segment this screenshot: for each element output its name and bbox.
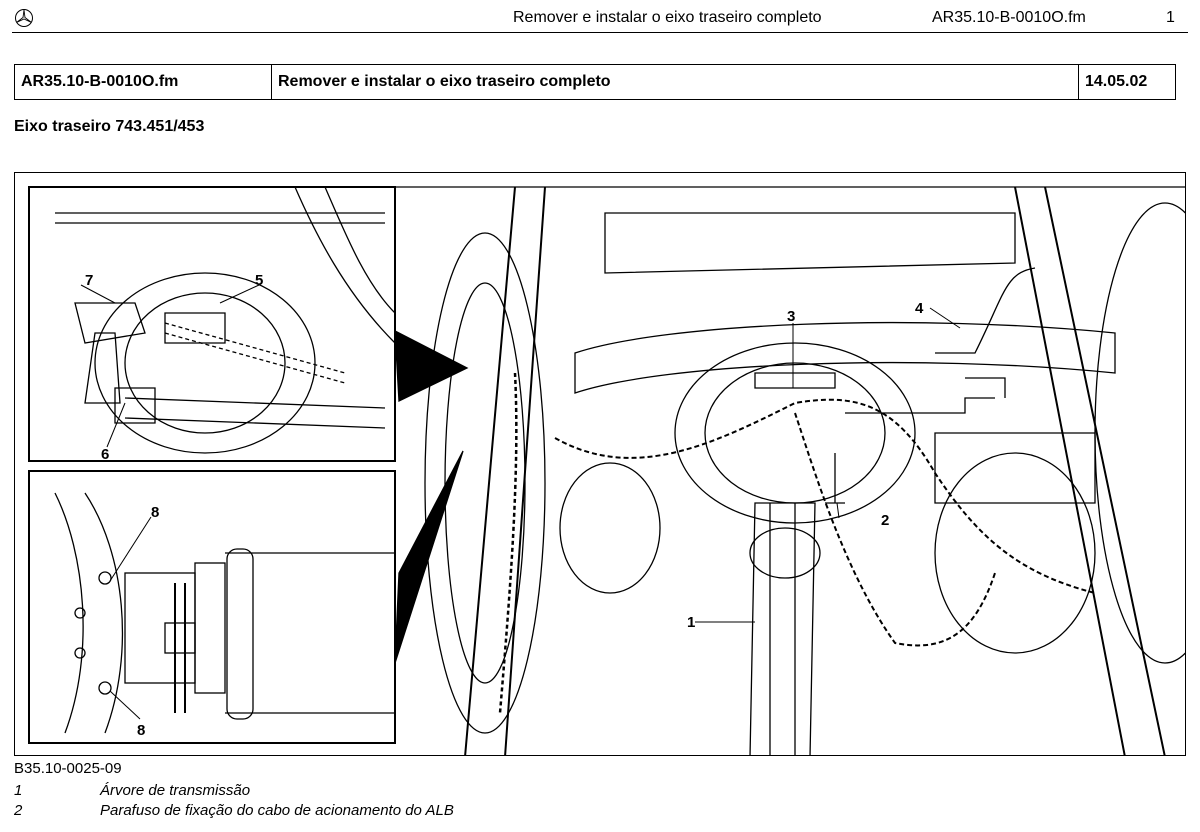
callout-2: 2 xyxy=(881,512,889,529)
header-page-number: 1 xyxy=(1166,9,1175,26)
inset-pointer-top xyxy=(394,329,469,403)
header-doc-code: AR35.10-B-0010O.fm xyxy=(932,9,1086,26)
inset-bottom-frame xyxy=(28,470,396,744)
header-divider xyxy=(12,32,1188,33)
document-meta-table: AR35.10-B-0010O.fm Remover e instalar o … xyxy=(14,64,1176,100)
callout-8-top: 8 xyxy=(151,504,159,521)
legend-text: Árvore de transmissão xyxy=(100,782,251,799)
callout-1: 1 xyxy=(687,614,695,631)
inset-top-detail xyxy=(55,186,396,454)
axle-illustration: 7 5 6 8 8 1 2 3 4 xyxy=(14,172,1186,756)
meta-date-cell: 14.05.02 xyxy=(1078,64,1176,100)
callout-8-bottom: 8 xyxy=(137,722,145,739)
inset-bottom-detail xyxy=(54,492,395,734)
legend-number: 2 xyxy=(14,802,23,819)
main-axle-view xyxy=(395,186,1185,755)
page-header: Remover e instalar o eixo traseiro compl… xyxy=(0,0,1200,34)
meta-title-cell: Remover e instalar o eixo traseiro compl… xyxy=(271,64,1079,100)
callout-3: 3 xyxy=(787,308,795,325)
section-subtitle: Eixo traseiro 743.451/453 xyxy=(14,118,205,135)
mercedes-star-logo xyxy=(15,9,33,27)
callout-leaders xyxy=(80,284,961,720)
inset-top-frame xyxy=(28,186,396,462)
meta-code-cell: AR35.10-B-0010O.fm xyxy=(14,64,272,100)
callout-4: 4 xyxy=(915,300,924,317)
callout-7: 7 xyxy=(85,272,93,289)
callout-5: 5 xyxy=(255,272,263,289)
callout-6: 6 xyxy=(101,446,109,463)
legend-number: 1 xyxy=(14,782,23,799)
header-title: Remover e instalar o eixo traseiro compl… xyxy=(513,9,822,26)
legend-text: Parafuso de fixação do cabo de acionamen… xyxy=(100,802,454,819)
inset-pointer-bottom xyxy=(394,450,464,664)
figure-reference: B35.10-0025-09 xyxy=(14,760,122,777)
axle-line-drawing: 7 5 6 8 8 1 2 3 4 xyxy=(28,186,1185,755)
